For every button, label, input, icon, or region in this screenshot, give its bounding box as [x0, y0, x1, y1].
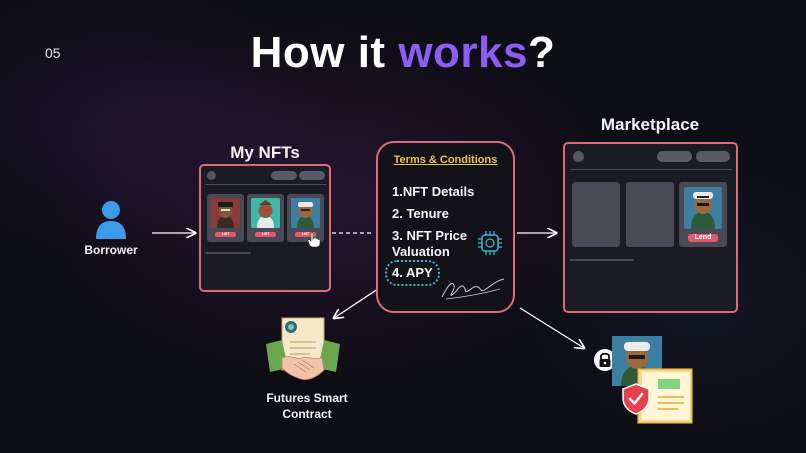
window-pill	[696, 151, 730, 162]
lock-icon	[594, 349, 616, 371]
title-prefix: How it	[250, 28, 399, 77]
term-nft-details: 1.NFT Details	[392, 184, 475, 199]
list-button[interactable]: LIST	[295, 232, 316, 237]
futures-line2: Contract	[282, 407, 332, 421]
placeholder-line	[570, 259, 634, 261]
window-dot	[207, 171, 216, 180]
nft-card[interactable]: LIST	[287, 194, 324, 242]
window-pill	[271, 171, 297, 180]
handshake-contract-icon	[266, 316, 340, 388]
window-divider	[570, 169, 732, 170]
term-tenure: 2. Tenure	[392, 206, 449, 221]
signature-icon	[438, 271, 508, 303]
nft-card[interactable]: LIST	[207, 194, 244, 242]
market-card-nft[interactable]: Lend	[679, 182, 727, 247]
lend-button[interactable]: Lend	[688, 234, 718, 242]
ape-image	[684, 187, 722, 229]
borrower-label: Borrower	[84, 243, 138, 257]
futures-line1: Futures Smart	[266, 391, 348, 405]
market-card-empty	[572, 182, 620, 247]
user-icon	[95, 200, 127, 240]
window-pill	[299, 171, 325, 180]
arrow-terms-to-lock	[519, 307, 584, 348]
term-nft-price: 3. NFT Price	[392, 228, 468, 243]
shield-check-icon	[622, 383, 650, 415]
window-dot	[573, 151, 584, 162]
term-apy: 4. APY	[392, 265, 433, 280]
terms-panel: Terms & Conditions 1.NFT Details 2. Tenu…	[376, 141, 515, 313]
window-divider	[205, 184, 327, 185]
list-button[interactable]: LIST	[255, 232, 276, 237]
placeholder-line	[205, 252, 251, 254]
hand-cursor-icon	[307, 231, 321, 248]
my-nfts-title: My NFTs	[230, 143, 300, 162]
slide-number: 05	[45, 45, 61, 61]
locked-nft-illustration	[590, 333, 700, 433]
title-suffix: ?	[527, 28, 556, 77]
apy-highlight	[385, 260, 440, 286]
window-pill	[657, 151, 692, 162]
term-valuation: Valuation	[392, 244, 450, 259]
list-button[interactable]: LIST	[215, 232, 236, 237]
nft-card[interactable]: LIST	[247, 194, 284, 242]
marketplace-title: Marketplace	[600, 115, 700, 134]
arrow-terms-to-contract	[334, 284, 385, 318]
ape-image	[211, 198, 240, 228]
chip-icon	[476, 229, 504, 257]
market-card-empty	[626, 182, 674, 247]
page-title: How it works?	[0, 28, 806, 78]
futures-contract-label: Futures Smart Contract	[252, 390, 362, 422]
my-nfts-window: LIST LIST LIST	[199, 164, 331, 292]
ape-image	[251, 198, 280, 228]
title-accent: works	[398, 28, 528, 77]
terms-title: Terms & Conditions	[393, 154, 498, 166]
ape-image	[291, 198, 320, 228]
marketplace-window: Lend	[563, 142, 738, 313]
